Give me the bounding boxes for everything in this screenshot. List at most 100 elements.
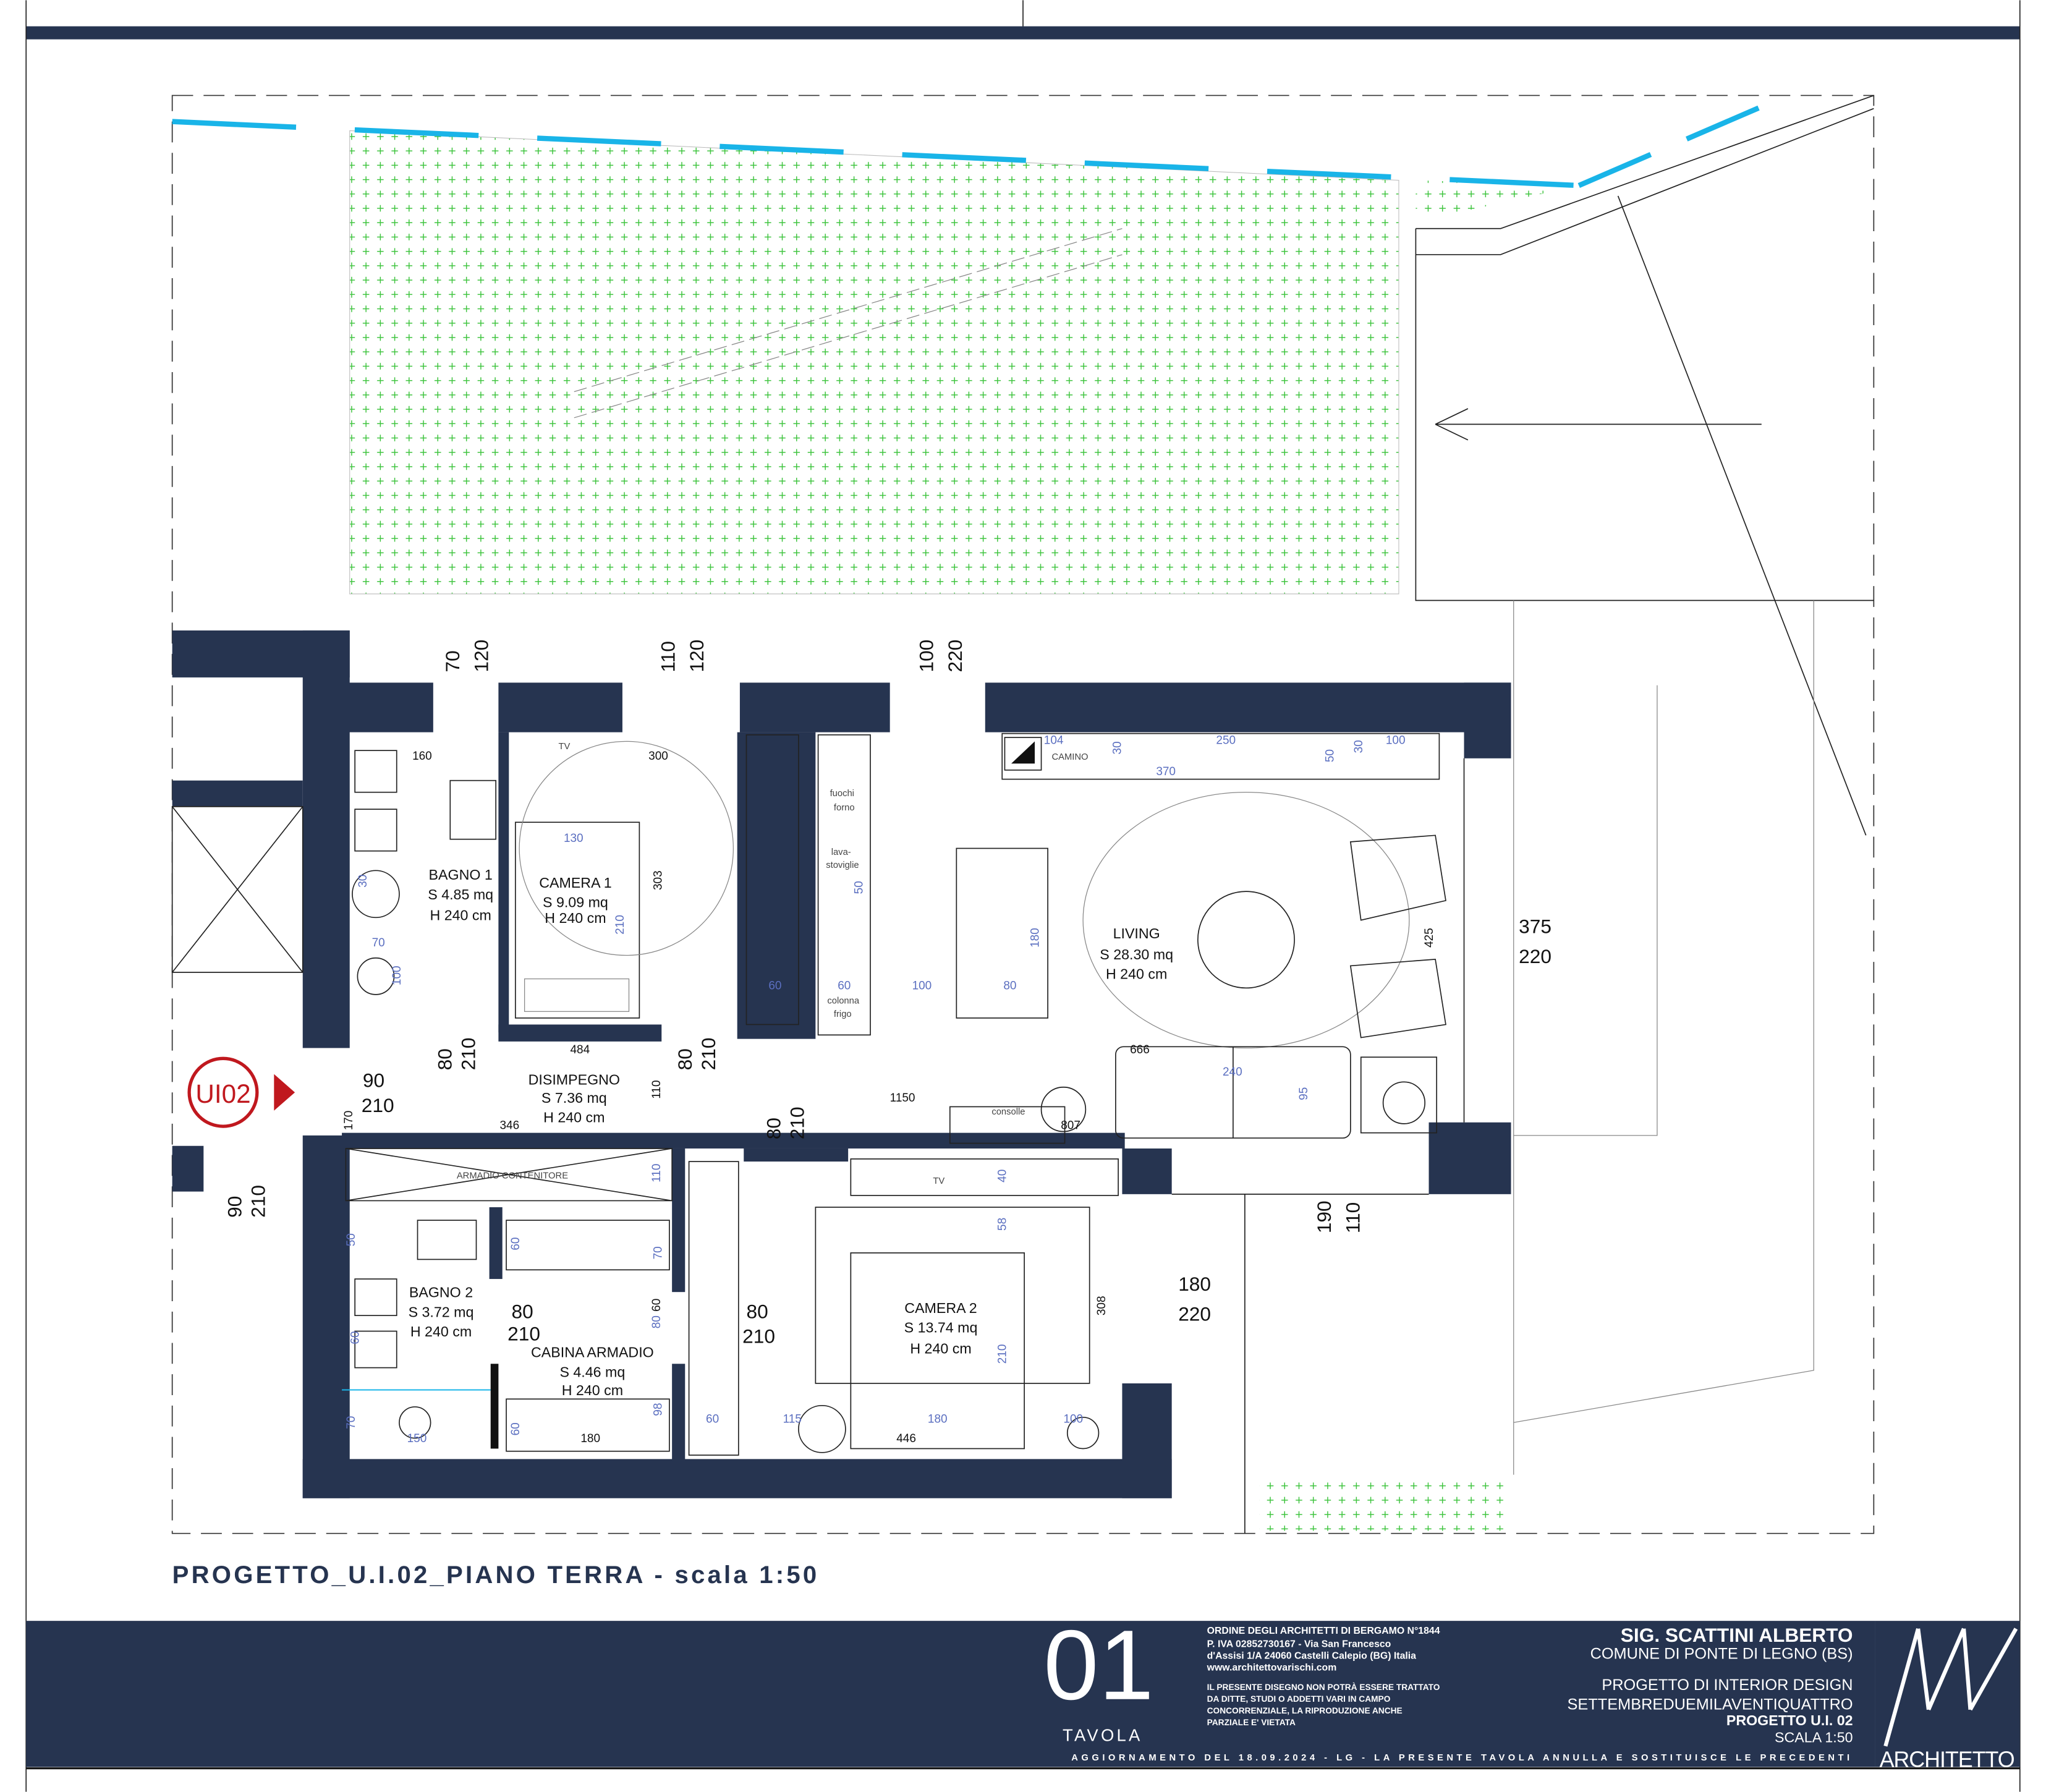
svg-text:303: 303 [652,870,664,890]
svg-text:40: 40 [996,1170,1009,1183]
svg-text:BAGNO 2: BAGNO 2 [409,1285,473,1301]
svg-text:80: 80 [433,1048,456,1070]
svg-text:50: 50 [1323,749,1336,762]
svg-text:PROGETTO U.I. 02: PROGETTO U.I. 02 [1726,1712,1853,1728]
top-band [26,26,2020,40]
svg-text:210: 210 [247,1185,270,1218]
svg-text:S 28.30 mq: S 28.30 mq [1100,946,1173,962]
dimension-labels: 104 250 30 50 30 100 370 130 210 180 80 … [342,734,1436,1445]
furniture-labels: CAMINO TV TV lava- stoviglie colonna fri… [457,742,1089,1186]
svg-text:60: 60 [706,1412,719,1425]
svg-text:160: 160 [412,750,432,763]
drawing-title: PROGETTO_U.I.02_PIANO TERRA - scala 1:50 [172,1561,820,1589]
svg-text:60: 60 [650,1299,663,1312]
svg-text:80: 80 [746,1300,768,1322]
svg-text:PARZIALE E' VIETATA: PARZIALE E' VIETATA [1207,1718,1296,1727]
svg-text:58: 58 [996,1218,1009,1231]
svg-text:S 13.74 mq: S 13.74 mq [904,1320,978,1336]
svg-text:60: 60 [349,1331,362,1344]
svg-text:210: 210 [457,1037,479,1070]
svg-text:30: 30 [1352,740,1365,753]
svg-text:210: 210 [362,1094,394,1116]
svg-text:210: 210 [507,1322,540,1344]
svg-text:100: 100 [1386,734,1406,747]
svg-text:IL PRESENTE DISEGNO NON POTRÀ: IL PRESENTE DISEGNO NON POTRÀ ESSERE TRA… [1207,1682,1440,1692]
furniture [342,733,1446,1456]
svg-text:H 240 cm: H 240 cm [1106,966,1167,982]
svg-text:H 240 cm: H 240 cm [430,907,491,924]
svg-text:95: 95 [1297,1087,1310,1100]
sheet-number: 01 [1043,1610,1153,1720]
title-block: 01 TAVOLA ORDINE DEGLI ARCHITETTI DI BER… [26,1610,2020,1770]
svg-text:TV: TV [933,1176,944,1186]
svg-text:80: 80 [511,1300,533,1322]
svg-text:425: 425 [1423,928,1436,948]
svg-text:CAMERA 1: CAMERA 1 [539,875,611,891]
svg-text:UI02: UI02 [195,1079,250,1108]
svg-text:BAGNO 1: BAGNO 1 [429,867,493,883]
svg-text:240: 240 [1223,1066,1242,1079]
svg-text:130: 130 [564,832,584,845]
room-bagno-2: BAGNO 2 S 3.72 mq H 240 cm [409,1285,474,1340]
svg-text:100: 100 [391,966,404,985]
svg-text:70: 70 [372,936,385,949]
svg-text:H 240 cm: H 240 cm [910,1340,971,1356]
svg-text:ARMADIO CONTENITORE: ARMADIO CONTENITORE [457,1171,568,1181]
svg-text:210: 210 [614,915,627,935]
svg-text:110: 110 [656,641,679,672]
svg-text:SIG. SCATTINI ALBERTO: SIG. SCATTINI ALBERTO [1621,1624,1853,1646]
svg-text:50: 50 [345,1233,358,1246]
svg-text:fuochi: fuochi [830,789,854,799]
svg-text:ARCHITETTO: ARCHITETTO [1880,1747,2014,1772]
svg-text:90: 90 [224,1196,246,1218]
svg-text:S 7.36 mq: S 7.36 mq [541,1090,607,1106]
svg-text:forno: forno [834,803,855,813]
svg-text:110: 110 [650,1080,663,1098]
svg-text:180: 180 [928,1412,948,1425]
svg-text:DISIMPEGNO: DISIMPEGNO [528,1072,620,1088]
svg-text:180: 180 [1029,928,1042,948]
svg-text:ORDINE DEGLI ARCHITETTI DI BER: ORDINE DEGLI ARCHITETTI DI BERGAMO N°184… [1207,1626,1440,1636]
garden-area [349,130,1399,595]
svg-text:CAMERA 2: CAMERA 2 [904,1300,977,1316]
svg-text:807: 807 [1061,1119,1080,1132]
svg-text:210: 210 [996,1344,1009,1364]
svg-text:30: 30 [1111,741,1124,754]
svg-text:300: 300 [648,750,668,763]
svg-text:stoviglie: stoviglie [826,860,859,870]
svg-text:COMUNE DI PONTE DI LEGNO (BS): COMUNE DI PONTE DI LEGNO (BS) [1590,1645,1853,1662]
svg-text:PROGETTO DI INTERIOR DESIGN: PROGETTO DI INTERIOR DESIGN [1602,1676,1853,1694]
svg-text:210: 210 [697,1037,719,1070]
svg-text:370: 370 [1156,765,1176,778]
svg-text:100: 100 [915,640,937,673]
unit-entrance-marker: UI02 [187,1056,295,1128]
svg-text:375: 375 [1519,915,1551,938]
svg-text:H 240 cm: H 240 cm [543,1110,605,1126]
svg-text:170: 170 [342,1111,355,1131]
svg-text:80: 80 [1003,979,1016,992]
svg-text:90: 90 [363,1069,384,1092]
svg-text:LIVING: LIVING [1113,925,1160,941]
svg-text:220: 220 [1519,945,1551,967]
sheet-label: TAVOLA [1063,1725,1143,1744]
svg-text:210: 210 [786,1106,808,1139]
svg-text:446: 446 [896,1432,916,1445]
svg-text:AGGIORNAMENTO DEL 18.09.2024 -: AGGIORNAMENTO DEL 18.09.2024 - LG - LA P… [1071,1753,1853,1763]
svg-text:60: 60 [509,1422,522,1435]
window-line [172,119,1579,189]
svg-text:308: 308 [1095,1296,1108,1315]
svg-text:666: 666 [1130,1043,1150,1056]
opening-labels: 70 120 110 120 100 220 375 220 190 110 1… [224,640,1551,1348]
svg-text:180: 180 [580,1432,600,1445]
room-camera-1: CAMERA 1 S 9.09 mq H 240 cm [539,875,611,926]
svg-text:104: 104 [1044,734,1064,747]
svg-text:50: 50 [852,881,865,894]
svg-text:100: 100 [1063,1412,1083,1425]
svg-text:220: 220 [1178,1303,1211,1325]
svg-text:consolle: consolle [991,1107,1025,1117]
svg-text:SETTEMBREDUEMILAVENTIQUATTRO: SETTEMBREDUEMILAVENTIQUATTRO [1568,1696,1853,1713]
svg-text:lava-: lava- [831,847,851,857]
svg-text:DA DITTE, STUDI O ADDETTI VARI: DA DITTE, STUDI O ADDETTI VARI IN CAMPO [1207,1694,1391,1704]
room-living: LIVING S 28.30 mq H 240 cm [1100,925,1173,982]
room-disimpegno: DISIMPEGNO S 7.36 mq H 240 cm [528,1072,620,1126]
